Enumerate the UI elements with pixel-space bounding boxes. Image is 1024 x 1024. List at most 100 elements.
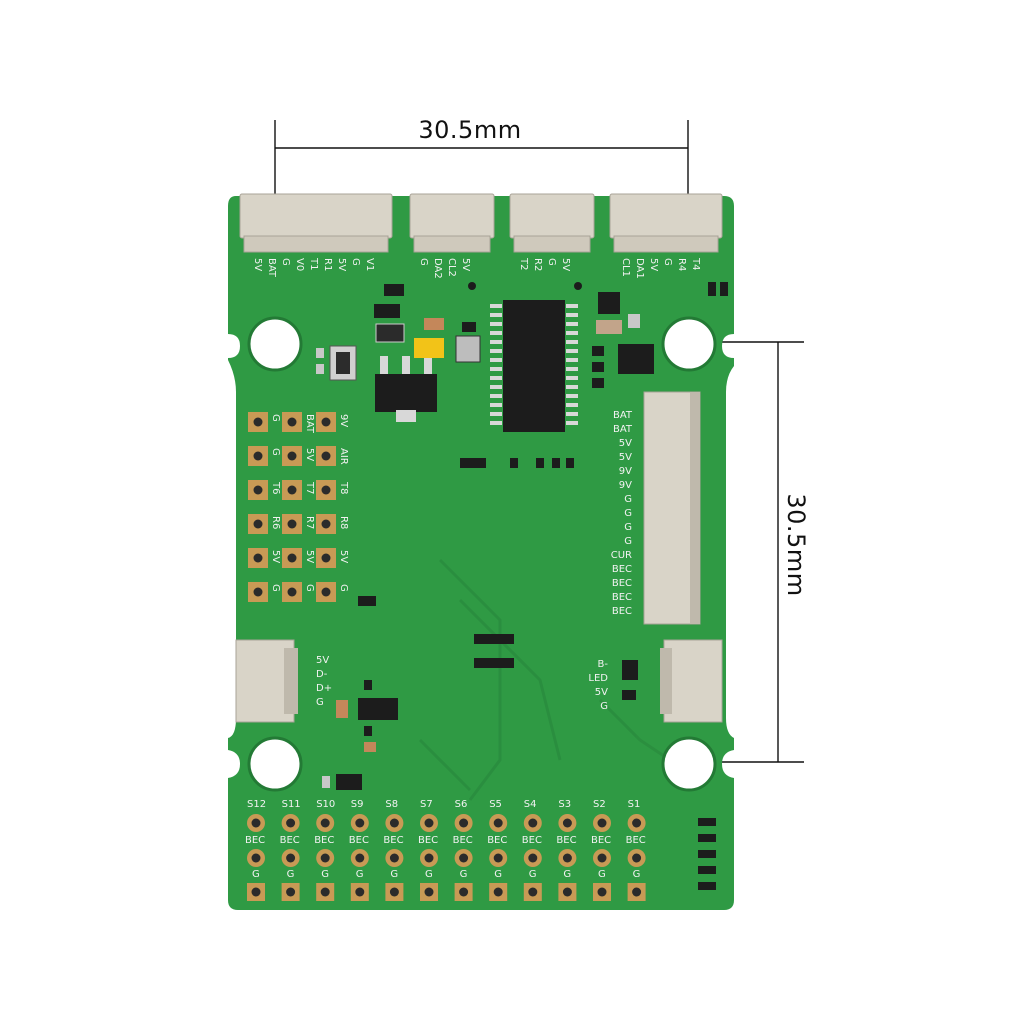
led-pin-label: 5V [594, 687, 608, 698]
servo-solder-pads [247, 814, 646, 901]
right-connector-label: G [624, 508, 632, 519]
right-connector-label: G [624, 522, 632, 533]
connector-top-2 [409, 193, 495, 253]
servo-bec-label: BEC [625, 835, 646, 846]
pad-label: G [270, 414, 281, 422]
servo-bec-label: BEC [348, 835, 369, 846]
servo-channel-label: S10 [316, 799, 336, 810]
servo-bec-label: BEC [487, 835, 508, 846]
servo-g-label: G [425, 869, 433, 880]
connector-top-1 [239, 193, 393, 253]
servo-channel-label: S4 [523, 799, 537, 810]
connector-pin-label: R2 [532, 258, 543, 272]
right-connector-label: BEC [611, 606, 632, 617]
servo-bec-label: BEC [314, 835, 335, 846]
pad-label: R7 [304, 516, 315, 530]
connector-pin-label: CL1 [620, 258, 631, 277]
usb-pin-label: D+ [316, 683, 333, 694]
pad-label: T7 [304, 482, 315, 495]
servo-bec-label: BEC [383, 835, 404, 846]
voltage-regulator [375, 356, 437, 422]
pad-label: 9V [338, 414, 349, 428]
connector-pin-label: DA2 [432, 258, 443, 279]
connector-pin-label: T1 [308, 258, 319, 271]
pad-label: BAT [304, 414, 315, 434]
pad-label: 5V [270, 550, 281, 564]
led-pin-label: G [600, 701, 608, 712]
led-pin-label: LED [588, 673, 608, 684]
servo-channel-label: S12 [247, 799, 267, 810]
right-connector-label: 5V [618, 452, 632, 463]
right-connector-label: 9V [618, 466, 632, 477]
servo-g-label: G [528, 869, 537, 880]
pad-label: 5V [338, 550, 349, 564]
usb-pin-label: G [316, 697, 324, 708]
servo-bec-label: BEC [245, 835, 266, 846]
connector-top-3 [509, 193, 595, 253]
dimension-label-horizontal: 30.5mm [418, 116, 522, 144]
usb-connector [235, 639, 298, 723]
connector-pin-label: G [350, 258, 361, 266]
pad-label: AIR [338, 448, 349, 465]
pad-label: G [270, 584, 281, 592]
pad-label: T8 [338, 482, 349, 495]
usb-pin-label: D- [316, 669, 328, 680]
servo-g-label: G [494, 869, 502, 880]
pad-label: R6 [270, 516, 281, 530]
right-connector-label: CUR [610, 550, 632, 561]
servo-bec-label: BEC [521, 835, 542, 846]
usb-pin-label: 5V [316, 655, 330, 666]
connector-pin-label: 5V [336, 258, 347, 272]
right-connector-label: 9V [618, 480, 632, 491]
pad-label: 5V [304, 448, 315, 462]
connector-pin-label: R1 [322, 258, 333, 272]
connector-pin-label: V1 [364, 258, 375, 272]
servo-channel-label: S6 [454, 799, 468, 810]
connector-pin-label: G [662, 258, 673, 266]
servo-g-label: G [286, 869, 295, 880]
servo-bec-label: BEC [591, 835, 612, 846]
right-connector-label: 5V [618, 438, 632, 449]
right-connector-label: BAT [612, 424, 632, 435]
pad-label: G [338, 584, 349, 592]
connector-pin-label: BAT [266, 258, 277, 278]
servo-g-label: G [252, 869, 260, 880]
main-ic-chip [490, 300, 578, 432]
servo-bec-label: BEC [279, 835, 300, 846]
connector-pin-label: CL2 [446, 258, 457, 277]
right-side-connector [643, 391, 701, 625]
servo-channel-label: S3 [558, 799, 572, 810]
connector-pin-label: 5V [252, 258, 263, 272]
small-components [316, 282, 728, 890]
dimension-label-vertical: 30.5mm [782, 493, 810, 597]
pad-label: G [304, 584, 315, 592]
right-connector-label: BEC [611, 564, 632, 575]
mounting-holes [247, 316, 717, 792]
servo-g-label: G [321, 869, 329, 880]
servo-g-label: G [563, 869, 572, 880]
right-connector-label: BEC [611, 578, 632, 589]
connector-pin-label: 5V [460, 258, 471, 272]
connector-pin-label: DA1 [634, 258, 645, 279]
servo-channel-label: S1 [627, 799, 641, 810]
connector-pin-label: G [280, 258, 291, 266]
pad-label: 5V [304, 550, 315, 564]
servo-g-label: G [632, 869, 641, 880]
led-connector [660, 639, 723, 723]
servo-bec-label: BEC [556, 835, 577, 846]
pad-label: T6 [270, 482, 281, 495]
servo-g-label: G [355, 869, 364, 880]
servo-channel-label: S7 [420, 799, 433, 810]
servo-channel-label: S5 [489, 799, 502, 810]
servo-g-label: G [598, 869, 606, 880]
servo-g-label: G [390, 869, 399, 880]
top-connectors [239, 193, 723, 253]
servo-bec-label: BEC [418, 835, 439, 846]
connector-pin-label: 5V [648, 258, 659, 272]
left-solder-pads [248, 412, 336, 602]
right-connector-label: BEC [611, 592, 632, 603]
servo-channel-label: S8 [385, 799, 399, 810]
led-pin-label: B- [597, 659, 608, 670]
